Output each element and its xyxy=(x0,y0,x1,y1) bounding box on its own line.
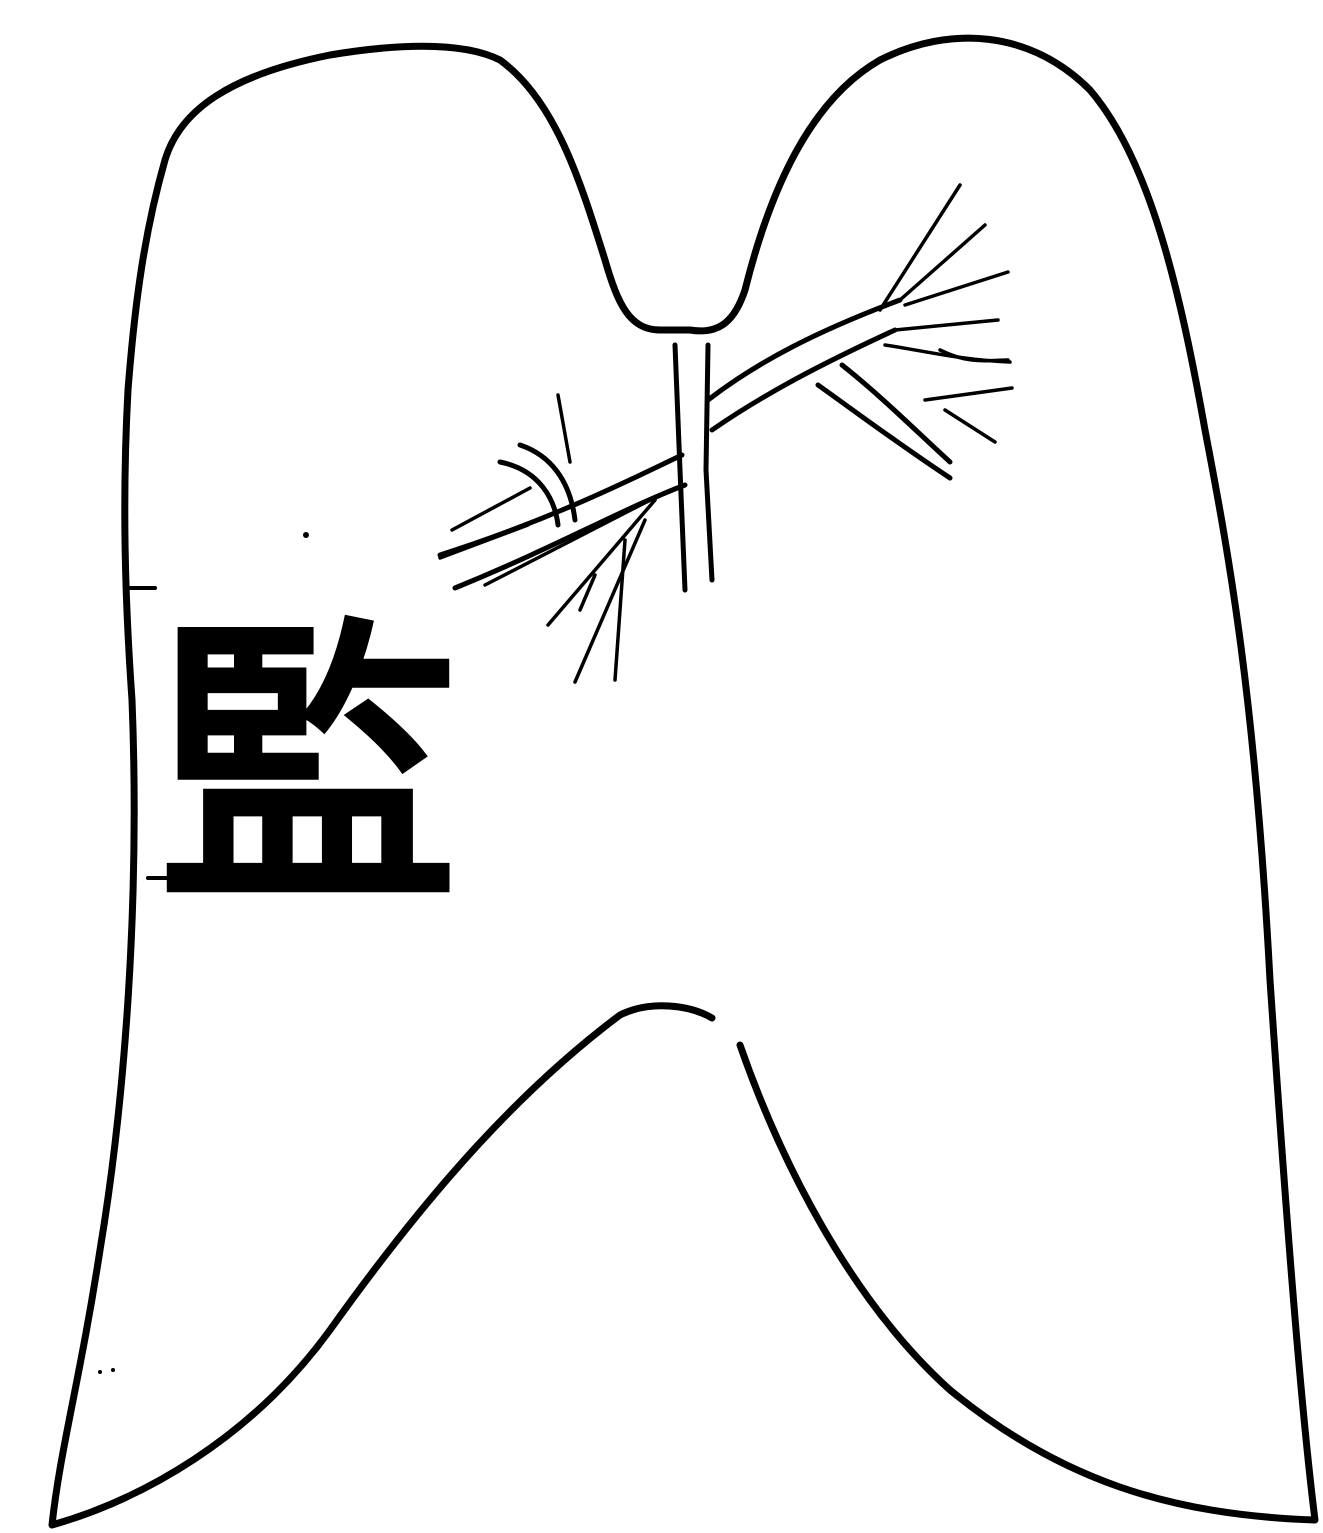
speck-2 xyxy=(98,1370,102,1374)
speck-3 xyxy=(111,1368,115,1372)
speck-1 xyxy=(303,532,309,538)
lung-label-character: 監 xyxy=(158,590,458,943)
